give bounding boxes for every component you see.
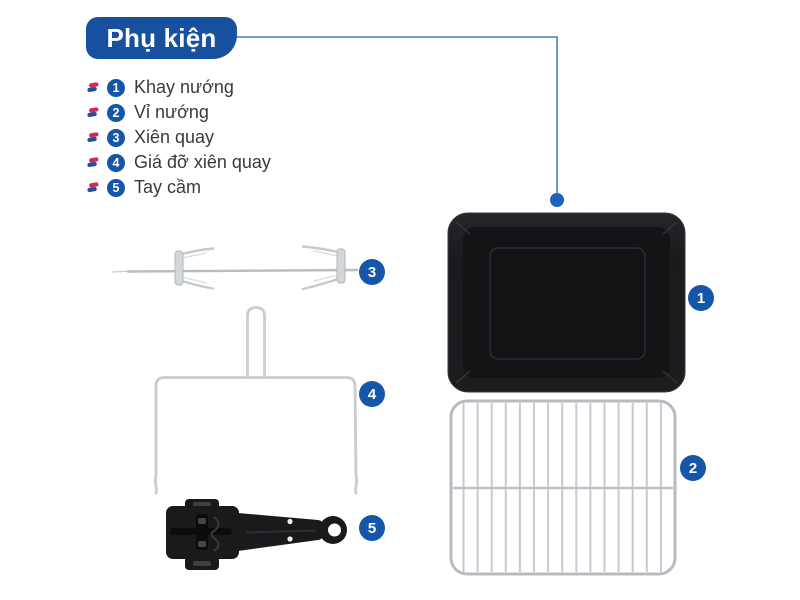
title-box: Phụ kiện [86,17,237,59]
product-badge-holder: 4 [359,381,385,407]
legend-item-5: 5 Tay cầm [86,175,271,200]
legend-label: Giá đỡ xiên quay [134,152,271,172]
page-title: Phụ kiện [106,22,217,53]
legend-label: Tay cầm [134,177,202,197]
legend-label: Xiên quay [134,127,215,147]
handle-image [166,499,347,570]
legend-number-badge: 1 [107,78,125,97]
two-tone-ribbon-bullet-icon [87,182,99,193]
legend-item-4: 4 Giá đỡ xiên quay [86,150,271,175]
legend-item-3: 3 Xiên quay [86,125,271,150]
accessories-legend: 1 Khay nướng 2 Vỉ nướng 3 Xiên quay 4 Gi… [86,75,271,200]
two-tone-ribbon-bullet-icon [87,82,99,93]
product-badge-handle: 5 [359,515,385,541]
legend-number-badge: 4 [107,153,125,172]
legend-number-badge: 5 [107,178,125,197]
product-badge-tray: 1 [688,285,714,311]
two-tone-ribbon-bullet-icon [87,107,99,118]
baking-tray-image [447,212,686,393]
product-badge-rack: 2 [680,455,706,481]
legend-label: Vỉ nướng [134,102,209,122]
product-badge-skewer: 3 [359,259,385,285]
two-tone-ribbon-bullet-icon [87,157,99,168]
skewer-holder-image [153,306,359,495]
legend-number-badge: 2 [107,103,125,122]
grill-rack-image [449,399,677,576]
two-tone-ribbon-bullet-icon [87,132,99,143]
legend-label: Khay nướng [134,77,234,97]
rotisserie-skewer-image [111,245,359,291]
legend-item-1: 1 Khay nướng [86,75,271,100]
legend-number-badge: 3 [107,128,125,147]
connector-dot [550,193,564,207]
legend-item-2: 2 Vỉ nướng [86,100,271,125]
connector-line [237,36,564,207]
